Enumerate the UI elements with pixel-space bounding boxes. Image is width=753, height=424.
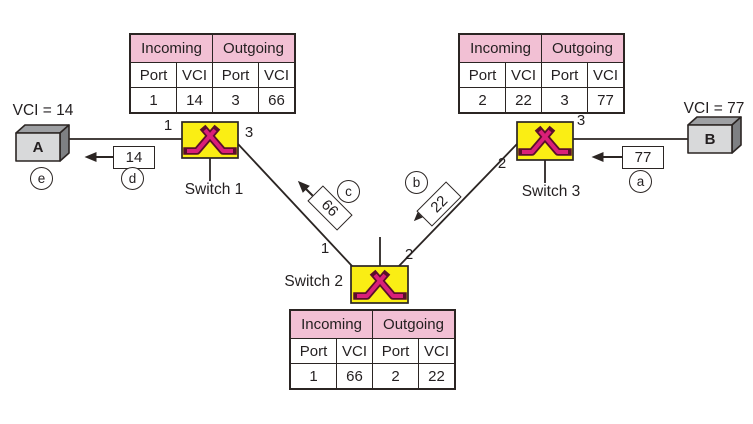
table-header-incoming: Incoming	[458, 33, 542, 63]
vci-label-b: VCI = 77	[683, 100, 745, 117]
table-header-incoming: Incoming	[289, 309, 373, 339]
step-circle-c: c	[337, 180, 360, 203]
cell-out-port: 2	[372, 363, 419, 390]
cell-out-vci: 66	[258, 87, 296, 114]
cell-out-vci: 77	[587, 87, 625, 114]
switch2-port-2: 2	[404, 246, 414, 263]
cell-out-port: 3	[541, 87, 588, 114]
endpoint-b-letter: B	[704, 130, 716, 148]
switch3-port-2: 2	[497, 155, 507, 172]
switch2-label: Switch 2	[284, 273, 343, 290]
table-header-outgoing: Outgoing	[541, 33, 625, 63]
endpoint-a-box	[15, 124, 70, 162]
frame-vci-box-a: 77	[622, 146, 664, 169]
switch3-table: Incoming Outgoing Port VCI Port VCI 2 22…	[458, 33, 625, 114]
switch2-port-1: 1	[320, 240, 330, 257]
col-header-vci: VCI	[176, 62, 213, 88]
col-header-port: Port	[541, 62, 588, 88]
switch1-port-3: 3	[244, 124, 254, 141]
col-header-port: Port	[212, 62, 259, 88]
switch1-table: Incoming Outgoing Port VCI Port VCI 1 14…	[129, 33, 296, 114]
switch3-label: Switch 3	[521, 183, 581, 200]
link-switch3-switch2	[398, 143, 518, 267]
switch3-port-3: 3	[576, 112, 586, 129]
cell-in-vci: 66	[336, 363, 373, 390]
switch1-port-1: 1	[163, 117, 173, 134]
col-header-port: Port	[458, 62, 506, 88]
endpoint-b-box	[687, 116, 742, 154]
cell-in-port: 2	[458, 87, 506, 114]
cell-in-port: 1	[129, 87, 177, 114]
cell-in-port: 1	[289, 363, 337, 390]
col-header-port: Port	[289, 338, 337, 364]
table-header-outgoing: Outgoing	[372, 309, 456, 339]
cell-out-port: 3	[212, 87, 259, 114]
cell-in-vci: 14	[176, 87, 213, 114]
table-header-outgoing: Outgoing	[212, 33, 296, 63]
col-header-vci: VCI	[336, 338, 373, 364]
link-switch1-switch2	[237, 143, 353, 267]
col-header-vci: VCI	[505, 62, 542, 88]
table-header-incoming: Incoming	[129, 33, 213, 63]
step-circle-b: b	[405, 171, 428, 194]
frame-vci-box-d: 14	[113, 146, 155, 169]
step-circle-d: d	[121, 167, 144, 190]
switch2-table: Incoming Outgoing Port VCI Port VCI 1 66…	[289, 309, 456, 390]
vci-label-a: VCI = 14	[12, 102, 74, 119]
cell-in-vci: 22	[505, 87, 542, 114]
col-header-vci: VCI	[587, 62, 625, 88]
step-circle-e: e	[30, 167, 53, 190]
switch1-label: Switch 1	[184, 181, 244, 198]
col-header-port: Port	[129, 62, 177, 88]
col-header-port: Port	[372, 338, 419, 364]
col-header-vci: VCI	[258, 62, 296, 88]
col-header-vci: VCI	[418, 338, 456, 364]
cell-out-vci: 22	[418, 363, 456, 390]
step-circle-a: a	[629, 170, 652, 193]
endpoint-a-letter: A	[32, 138, 44, 156]
